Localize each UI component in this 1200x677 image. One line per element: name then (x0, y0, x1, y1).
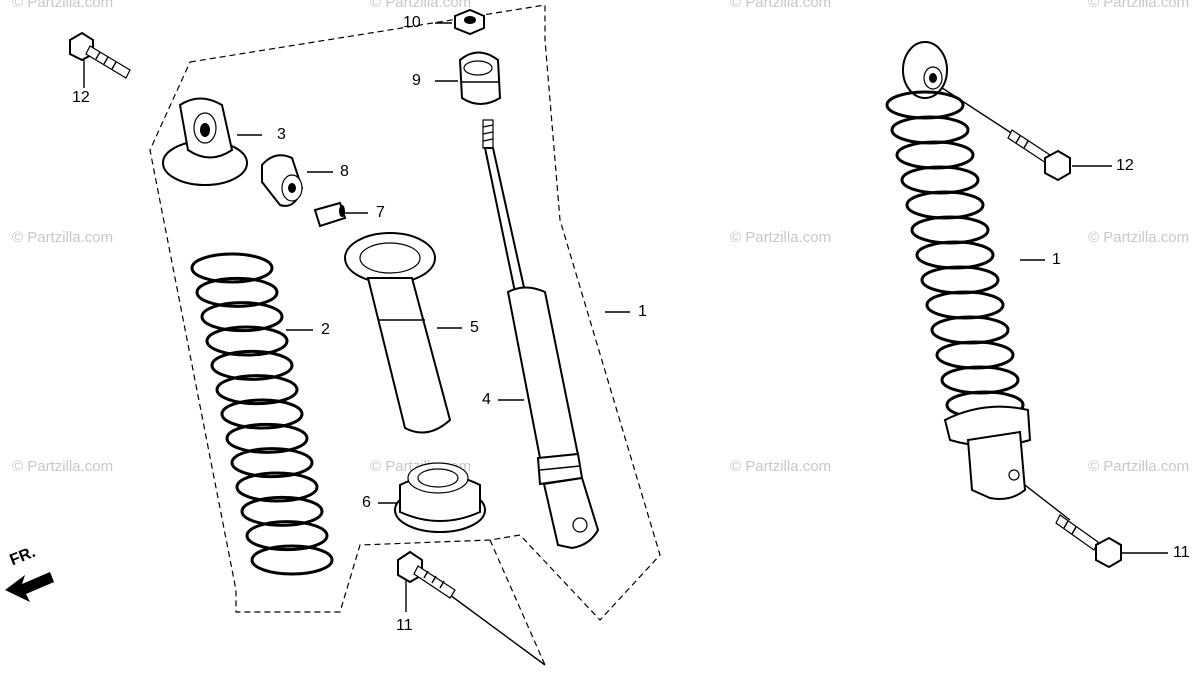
spring-coil (205, 325, 289, 357)
upper-mount-3 (162, 97, 248, 186)
spring-coil (220, 398, 304, 430)
spring-coil (915, 240, 995, 270)
watermark: © Partzilla.com (12, 229, 114, 246)
callout-3: 3 (277, 126, 286, 143)
watermark: © Partzilla.com (12, 458, 114, 475)
spring-coil (910, 215, 990, 245)
shock-assembly-1 (885, 41, 1032, 500)
bushing-9 (458, 51, 502, 105)
callout-9: 9 (412, 72, 421, 89)
spring-coil (920, 265, 1000, 295)
bolt-11-right (1055, 514, 1122, 569)
spring-coil (235, 471, 319, 503)
spring-coil (925, 290, 1005, 320)
bolt-12-left (69, 31, 131, 79)
watermark: © Partzilla.com (1088, 458, 1190, 475)
spring-coil (250, 544, 334, 576)
watermark: © Partzilla.com (1088, 229, 1190, 246)
watermark: © Partzilla.com (1088, 0, 1190, 11)
spring-coil (930, 315, 1010, 345)
callout-5: 5 (470, 319, 479, 336)
spring-coil (225, 422, 309, 454)
callout-7: 7 (376, 204, 385, 221)
spring-coil (190, 252, 274, 284)
bushing-8 (261, 154, 304, 207)
callout-1-right: 1 (1052, 251, 1061, 268)
spring-seat-6 (394, 462, 486, 533)
spring-2 (190, 252, 334, 576)
callout-8: 8 (340, 163, 349, 180)
assembly-boundary (149, 4, 661, 621)
bolt-12-right (1007, 129, 1071, 182)
spring-coil (240, 495, 324, 527)
spring-coil (940, 365, 1020, 395)
spring-coil (245, 520, 329, 552)
callout-2: 2 (321, 321, 330, 338)
spring-coil (905, 190, 985, 220)
callout-11-left: 11 (396, 617, 413, 634)
watermark: © Partzilla.com (730, 0, 832, 11)
callout-12-right: 12 (1116, 157, 1134, 174)
watermark: © Partzilla.com (370, 0, 472, 11)
front-direction-arrow (5, 572, 54, 602)
callout-6: 6 (362, 494, 371, 511)
spring-coil (890, 115, 970, 145)
callout-1-left: 1 (638, 303, 647, 320)
spring-coil (895, 140, 975, 170)
nut-10 (454, 8, 485, 36)
spring-coil (195, 276, 279, 308)
spring-coil (935, 340, 1015, 370)
leader-lines (83, 22, 1168, 666)
callout-10: 10 (403, 14, 421, 31)
bolt-11-left (397, 550, 456, 599)
spring-coil (200, 301, 284, 333)
collar-7 (313, 201, 347, 228)
tube-cover-5 (344, 232, 452, 434)
watermark: © Partzilla.com (730, 229, 832, 246)
spring-coil (900, 165, 980, 195)
damper-4 (482, 119, 600, 550)
spring-coil (215, 374, 299, 406)
assembly-boundary-extension (489, 539, 546, 666)
spring-coil (230, 447, 314, 479)
watermark: © Partzilla.com (12, 0, 114, 11)
callout-12-left: 12 (72, 89, 90, 106)
callout-4: 4 (482, 391, 491, 408)
spring-coil (210, 349, 294, 381)
callout-11-right: 11 (1173, 544, 1190, 561)
watermark: © Partzilla.com (730, 458, 832, 475)
